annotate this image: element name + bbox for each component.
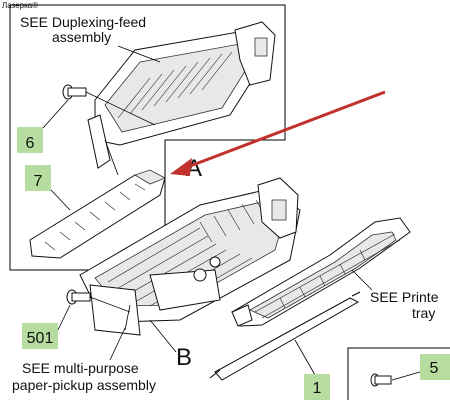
badge-6-leader bbox=[42, 99, 69, 129]
duplexing-feed-assembly bbox=[87, 21, 276, 176]
mp-callout-line1: SEE multi-purpose bbox=[22, 360, 139, 376]
printer-tray-assembly bbox=[231, 217, 411, 327]
badge-1: 1 bbox=[313, 380, 322, 397]
badge-7-bg bbox=[25, 165, 51, 191]
duplexing-leader bbox=[117, 45, 161, 63]
badge-501: 501 bbox=[27, 330, 54, 347]
screw-part-501 bbox=[66, 289, 131, 313]
screw-part-6 bbox=[62, 84, 156, 126]
badge-5: 5 bbox=[430, 360, 439, 377]
badge-501-leader bbox=[57, 304, 71, 331]
group-frame bbox=[9, 4, 286, 271]
screw-part-5 bbox=[370, 373, 392, 387]
guide-part-7 bbox=[29, 169, 166, 259]
main-engine-assembly bbox=[79, 177, 301, 336]
badge-1-leader bbox=[294, 339, 316, 376]
printer-tray-leader bbox=[351, 269, 373, 291]
badge-6-bg bbox=[17, 127, 43, 153]
duplexing-callout-line2: assembly bbox=[52, 29, 111, 45]
letter-b: B bbox=[176, 344, 192, 371]
printer-tray-callout-line2: tray bbox=[412, 305, 435, 321]
duplexing-callout-line1: SEE Duplexing-feed bbox=[20, 14, 146, 30]
badge-7-leader bbox=[50, 189, 71, 211]
mp-leader bbox=[109, 327, 126, 361]
letter-b-leader bbox=[149, 319, 177, 353]
badge-501-bg bbox=[22, 323, 58, 349]
badge-1-bg bbox=[304, 374, 330, 400]
badge-7: 7 bbox=[34, 173, 43, 190]
mp-callout-line2: paper-pickup assembly bbox=[12, 377, 156, 393]
arrow-shaft bbox=[184, 90, 386, 170]
corner-frame bbox=[347, 347, 450, 400]
badge-6: 6 bbox=[26, 135, 35, 152]
arrow-head bbox=[170, 158, 192, 176]
badge-5-bg bbox=[420, 354, 450, 380]
badge-5-leader bbox=[391, 371, 421, 381]
rail-part-1 bbox=[209, 291, 361, 381]
printer-tray-callout-line1: SEE Printe bbox=[370, 289, 439, 305]
